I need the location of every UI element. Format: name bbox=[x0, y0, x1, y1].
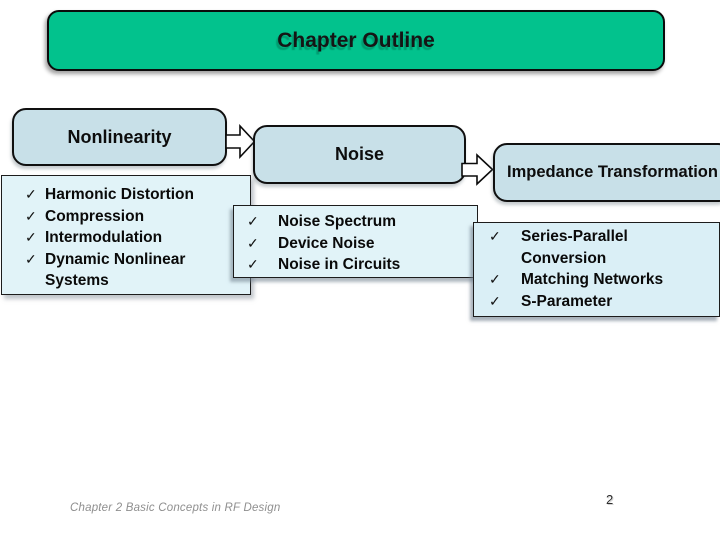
list-item-label: Noise Spectrum bbox=[278, 213, 397, 230]
checkmark-icon: ✓ bbox=[25, 250, 37, 267]
list-item: ✓ Compression bbox=[2, 206, 250, 228]
list-item: ✓ Series-Parallel Conversion bbox=[474, 226, 719, 269]
checkmark-icon: ✓ bbox=[489, 228, 501, 244]
checkmark-icon: ✓ bbox=[25, 207, 37, 224]
flow-arrow-right-icon bbox=[461, 153, 494, 186]
list-item: ✓ Matching Networks bbox=[474, 269, 719, 291]
list-item-label: S-Parameter bbox=[521, 292, 613, 310]
checkmark-icon: ✓ bbox=[247, 256, 259, 272]
list-item-label: Compression bbox=[45, 207, 145, 225]
list-item-label: Matching Networks bbox=[521, 271, 664, 288]
checkmark-icon: ✓ bbox=[25, 229, 37, 245]
header-label: Nonlinearity bbox=[67, 126, 172, 147]
list-item: ✓ Noise Spectrum bbox=[234, 211, 477, 233]
list-item-label: Intermodulation bbox=[45, 229, 163, 246]
slide-title-text: Chapter Outline bbox=[277, 28, 435, 52]
list-item-label: Device Noise bbox=[278, 234, 375, 252]
checkmark-icon: ✓ bbox=[489, 271, 501, 287]
header-box-noise: Noise bbox=[253, 125, 466, 184]
list-item-label: Noise in Circuits bbox=[278, 256, 401, 273]
checkmark-icon: ✓ bbox=[489, 292, 501, 309]
list-item: ✓ S-Parameter bbox=[474, 291, 719, 313]
list-item-label: Dynamic Nonlinear Systems bbox=[45, 250, 186, 290]
list-item: ✓ Dynamic Nonlinear Systems bbox=[2, 249, 250, 292]
header-box-impedance-transformation: Impedance Transformation bbox=[493, 143, 720, 202]
list-box-noise: ✓ Noise Spectrum ✓ Device Noise ✓ Noise … bbox=[233, 205, 478, 278]
list-item: ✓ Device Noise bbox=[234, 233, 477, 255]
flow-arrow-right-icon bbox=[225, 124, 256, 159]
footer-caption: Chapter 2 Basic Concepts in RF Design bbox=[70, 502, 281, 514]
header-box-nonlinearity: Nonlinearity bbox=[12, 108, 227, 166]
list-item-label: Series-Parallel Conversion bbox=[521, 228, 628, 267]
list-box-impedance: ✓ Series-Parallel Conversion ✓ Matching … bbox=[473, 222, 720, 317]
header-label: Impedance Transformation bbox=[507, 163, 718, 181]
list-item-label: Harmonic Distortion bbox=[45, 186, 194, 203]
page-number: 2 bbox=[606, 492, 614, 507]
checkmark-icon: ✓ bbox=[247, 234, 259, 251]
checkmark-icon: ✓ bbox=[247, 213, 259, 229]
slide-title: Chapter Outline bbox=[47, 10, 665, 71]
list-box-nonlinearity: ✓ Harmonic Distortion ✓ Compression ✓ In… bbox=[1, 175, 251, 295]
list-item: ✓ Noise in Circuits bbox=[234, 254, 477, 276]
header-label: Noise bbox=[334, 144, 385, 164]
list-item: ✓ Harmonic Distortion bbox=[2, 184, 250, 206]
list-item: ✓ Intermodulation bbox=[2, 227, 250, 249]
checkmark-icon: ✓ bbox=[25, 186, 37, 202]
